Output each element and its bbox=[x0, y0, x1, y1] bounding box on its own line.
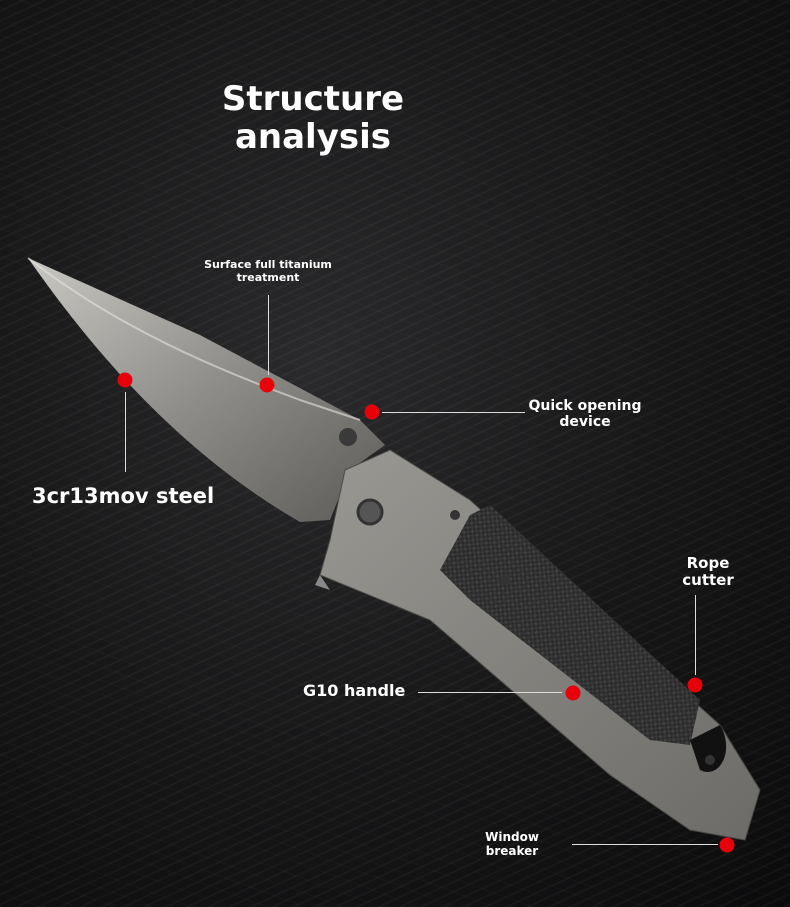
label-rope-cutter: Rope cutter bbox=[676, 554, 740, 590]
label-line: treatment bbox=[236, 270, 300, 284]
label-surface-treatment: Surface full titanium treatment bbox=[188, 258, 348, 284]
page-title: Structure analysis bbox=[200, 80, 426, 156]
leader-line bbox=[125, 392, 126, 472]
leader-line bbox=[418, 692, 562, 693]
g10-inlay bbox=[440, 505, 700, 745]
label-quick-opening: Quick opening device bbox=[520, 398, 650, 430]
label-line: Surface full titanium bbox=[204, 258, 332, 271]
label-line: breaker bbox=[485, 843, 539, 858]
label-g10-handle: G10 handle bbox=[303, 681, 406, 700]
leader-line bbox=[572, 844, 718, 845]
label-line: Quick opening bbox=[528, 398, 642, 414]
marker-dot bbox=[719, 837, 735, 853]
label-window-breaker: Window breaker bbox=[472, 830, 552, 859]
marker-dot bbox=[687, 677, 703, 693]
label-line: cutter bbox=[682, 571, 734, 590]
title-line-2: analysis bbox=[234, 117, 392, 157]
leader-line bbox=[382, 412, 525, 413]
blade bbox=[28, 258, 385, 522]
label-line: device bbox=[559, 414, 611, 431]
label-line: Rope bbox=[686, 554, 730, 572]
marker-dot bbox=[565, 685, 581, 701]
leader-line bbox=[268, 295, 269, 375]
leader-line bbox=[695, 595, 696, 675]
marker-dot bbox=[364, 404, 380, 420]
label-line: Window bbox=[485, 830, 539, 844]
marker-dot bbox=[259, 377, 275, 393]
label-steel: 3cr13mov steel bbox=[32, 484, 215, 508]
marker-dot bbox=[117, 372, 133, 388]
title-line-1: Structure bbox=[221, 79, 405, 119]
